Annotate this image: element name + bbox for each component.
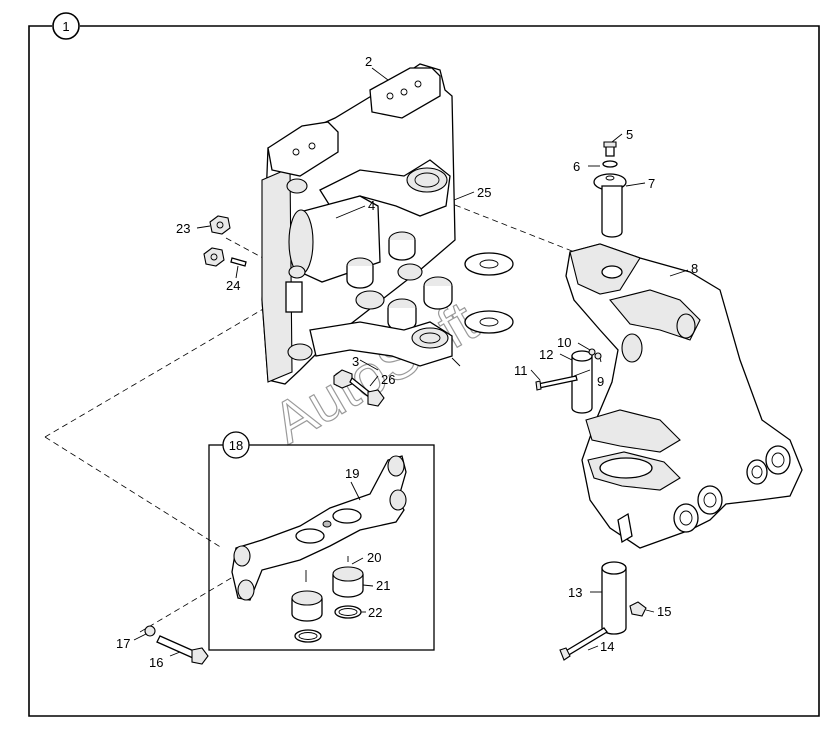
pin-13-group: [559, 561, 647, 661]
label-part-20: 20: [367, 550, 381, 565]
label-part-16: 16: [149, 655, 163, 670]
label-part-12: 12: [539, 347, 553, 362]
label-part-3: 3: [352, 354, 359, 369]
side-arm-part: [565, 243, 803, 549]
bolt-16-group: [144, 625, 209, 665]
label-part-6: 6: [573, 159, 580, 174]
main-callout-circle: [52, 12, 80, 40]
label-part-13: 13: [568, 585, 582, 600]
diagram-frame: [28, 25, 820, 717]
label-part-7: 7: [648, 176, 655, 191]
label-part-19: 19: [345, 466, 359, 481]
label-part-17: 17: [116, 636, 130, 651]
label-part-4: 4: [368, 198, 375, 213]
pin-12-group: [535, 348, 602, 414]
label-part-10: 10: [557, 335, 571, 350]
label-part-8: 8: [691, 261, 698, 276]
label-part-14: 14: [600, 639, 614, 654]
label-part-11: 11: [514, 363, 528, 378]
label-part-24: 24: [226, 278, 240, 293]
label-part-2: 2: [365, 54, 372, 69]
center-frame-part: [261, 63, 461, 385]
thrust-washers: [464, 252, 514, 334]
label-part-26: 26: [381, 372, 395, 387]
sub-callout-circle: [222, 431, 250, 459]
label-part-5: 5: [626, 127, 633, 142]
label-part-9: 9: [597, 374, 604, 389]
subassembly-box: 18: [208, 431, 435, 651]
nuts-and-pin: [203, 215, 247, 267]
label-part-15: 15: [657, 604, 671, 619]
lower-bolts: [333, 369, 385, 407]
label-part-22: 22: [368, 605, 382, 620]
main-callout-label: 1: [62, 19, 69, 34]
sub-callout-label: 18: [229, 438, 243, 453]
label-part-21: 21: [376, 578, 390, 593]
label-part-23: 23: [176, 221, 190, 236]
pin-7-group: [593, 141, 627, 238]
part-labels: 2 3 4 5 6 7 8 9 10 11 12 13 14 15 16 17 …: [116, 54, 698, 670]
label-part-25: 25: [477, 185, 491, 200]
leader-lines: [133, 67, 689, 657]
